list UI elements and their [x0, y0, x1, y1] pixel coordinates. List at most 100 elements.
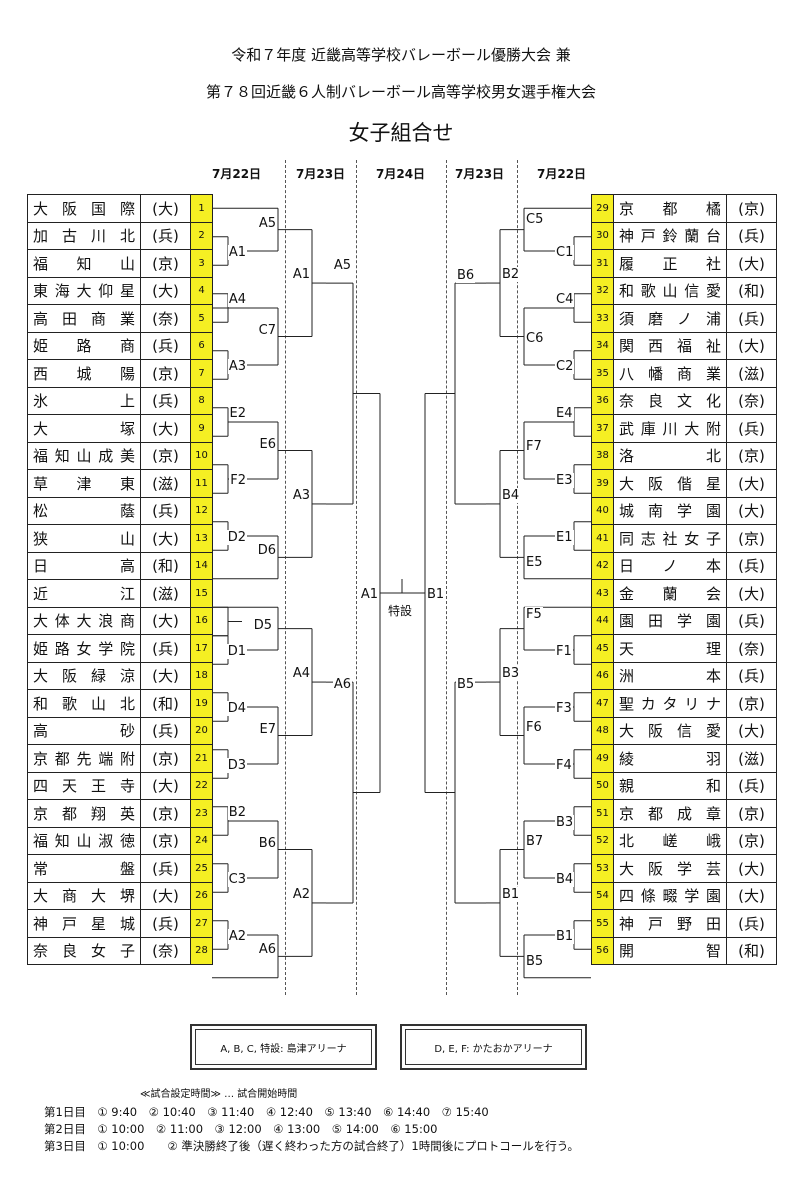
team-name: 大商大堺	[27, 881, 141, 910]
seed-number: 30	[591, 221, 614, 250]
match-label: A4	[291, 666, 311, 682]
prefecture: (大)	[726, 881, 777, 910]
schedule-day3: 第3日目 ① 10:00 ② 準決勝終了後（遅く終わった方の試合終了）1時間後に…	[44, 1139, 580, 1153]
team-name: 奈良女子	[27, 936, 141, 965]
team-name: 大阪緑涼	[27, 661, 141, 690]
team-row: 大阪国際(大)1	[27, 194, 213, 223]
match-label: A1	[291, 267, 311, 283]
prefecture: (奈)	[140, 304, 191, 333]
team-row: 大塚(大)9	[27, 414, 213, 443]
prefecture: (京)	[726, 194, 777, 223]
seed-number: 28	[190, 936, 213, 965]
team-name: 大体大浪商	[27, 606, 141, 635]
team-row: 高田商業(奈)5	[27, 304, 213, 333]
team-row: 四天王寺(大)22	[27, 771, 213, 800]
seed-number: 52	[591, 826, 614, 855]
seed-number: 54	[591, 881, 614, 910]
team-row: 奈良女子(奈)28	[27, 936, 213, 965]
match-label: E1	[555, 530, 574, 545]
prefecture: (兵)	[726, 221, 777, 250]
team-row: 神戸星城(兵)27	[27, 909, 213, 938]
team-name: 福知山淑徳	[27, 826, 141, 855]
match-label: A3	[227, 359, 247, 374]
seed-number: 4	[190, 276, 213, 305]
prefecture: (大)	[140, 524, 191, 553]
prefecture: (京)	[140, 799, 191, 828]
seed-number: 17	[190, 634, 213, 663]
team-name: 開智	[613, 936, 727, 965]
team-name: 常盤	[27, 854, 141, 883]
team-name: 福知山成美	[27, 441, 141, 470]
team-name: 神戸星城	[27, 909, 141, 938]
match-label: E2	[228, 406, 247, 421]
final-venue-label: 特設	[388, 604, 413, 618]
match-label: A3	[291, 487, 311, 503]
match-label: D2	[226, 530, 247, 545]
seed-number: 12	[190, 496, 213, 525]
team-name: 洛北	[613, 441, 727, 470]
schedule-day2: 第2日目 ① 10:00 ② 11:00 ③ 12:00 ④ 13:00 ⑤ 1…	[44, 1122, 438, 1136]
prefecture: (兵)	[726, 606, 777, 635]
team-name: 高砂	[27, 716, 141, 745]
match-label: A5	[257, 215, 277, 231]
seed-number: 32	[591, 276, 614, 305]
match-label: F6	[525, 719, 543, 735]
match-label: B2	[227, 805, 247, 820]
prefecture: (兵)	[140, 496, 191, 525]
team-name: 金蘭会	[613, 579, 727, 608]
match-label: B6	[456, 267, 476, 283]
team-row: 東海大仰星(大)4	[27, 276, 213, 305]
prefecture: (京)	[726, 799, 777, 828]
match-label: B6	[257, 835, 277, 851]
team-name: 神戸鈴蘭台	[613, 221, 727, 250]
team-name: 奈良文化	[613, 386, 727, 415]
team-name: 京都橘	[613, 194, 727, 223]
seed-number: 49	[591, 744, 614, 773]
seed-number: 56	[591, 936, 614, 965]
team-name: 松蔭	[27, 496, 141, 525]
team-name: 日ノ本	[613, 551, 727, 580]
match-label: C6	[525, 330, 545, 346]
match-label: B5	[456, 676, 476, 692]
team-name: 大阪偕星	[613, 469, 727, 498]
seed-number: 13	[190, 524, 213, 553]
match-label: F4	[555, 758, 573, 773]
team-name: 西城陽	[27, 359, 141, 388]
match-label: B4	[555, 872, 575, 887]
team-name: 四天王寺	[27, 771, 141, 800]
day-divider	[356, 160, 357, 995]
prefecture: (大)	[726, 716, 777, 745]
prefecture: (和)	[140, 551, 191, 580]
team-name: 城南学園	[613, 496, 727, 525]
match-label: B7	[525, 833, 545, 849]
match-label: D1	[226, 644, 247, 659]
match-label: C5	[525, 211, 545, 227]
team-name: 京都先端附	[27, 744, 141, 773]
seed-number: 14	[190, 551, 213, 580]
prefecture: (京)	[140, 249, 191, 278]
seed-number: 11	[190, 469, 213, 498]
prefecture: (京)	[140, 744, 191, 773]
seed-number: 40	[591, 496, 614, 525]
day-divider	[517, 160, 518, 995]
team-row: 松蔭(兵)12	[27, 496, 213, 525]
match-label: D5	[252, 617, 273, 633]
prefecture: (京)	[726, 441, 777, 470]
team-name: 北嵯峨	[613, 826, 727, 855]
page-title: 女子組合せ	[348, 121, 454, 145]
team-name: 園田学園	[613, 606, 727, 635]
prefecture: (兵)	[140, 221, 191, 250]
team-name: 氷上	[27, 386, 141, 415]
team-name: 日高	[27, 551, 141, 580]
